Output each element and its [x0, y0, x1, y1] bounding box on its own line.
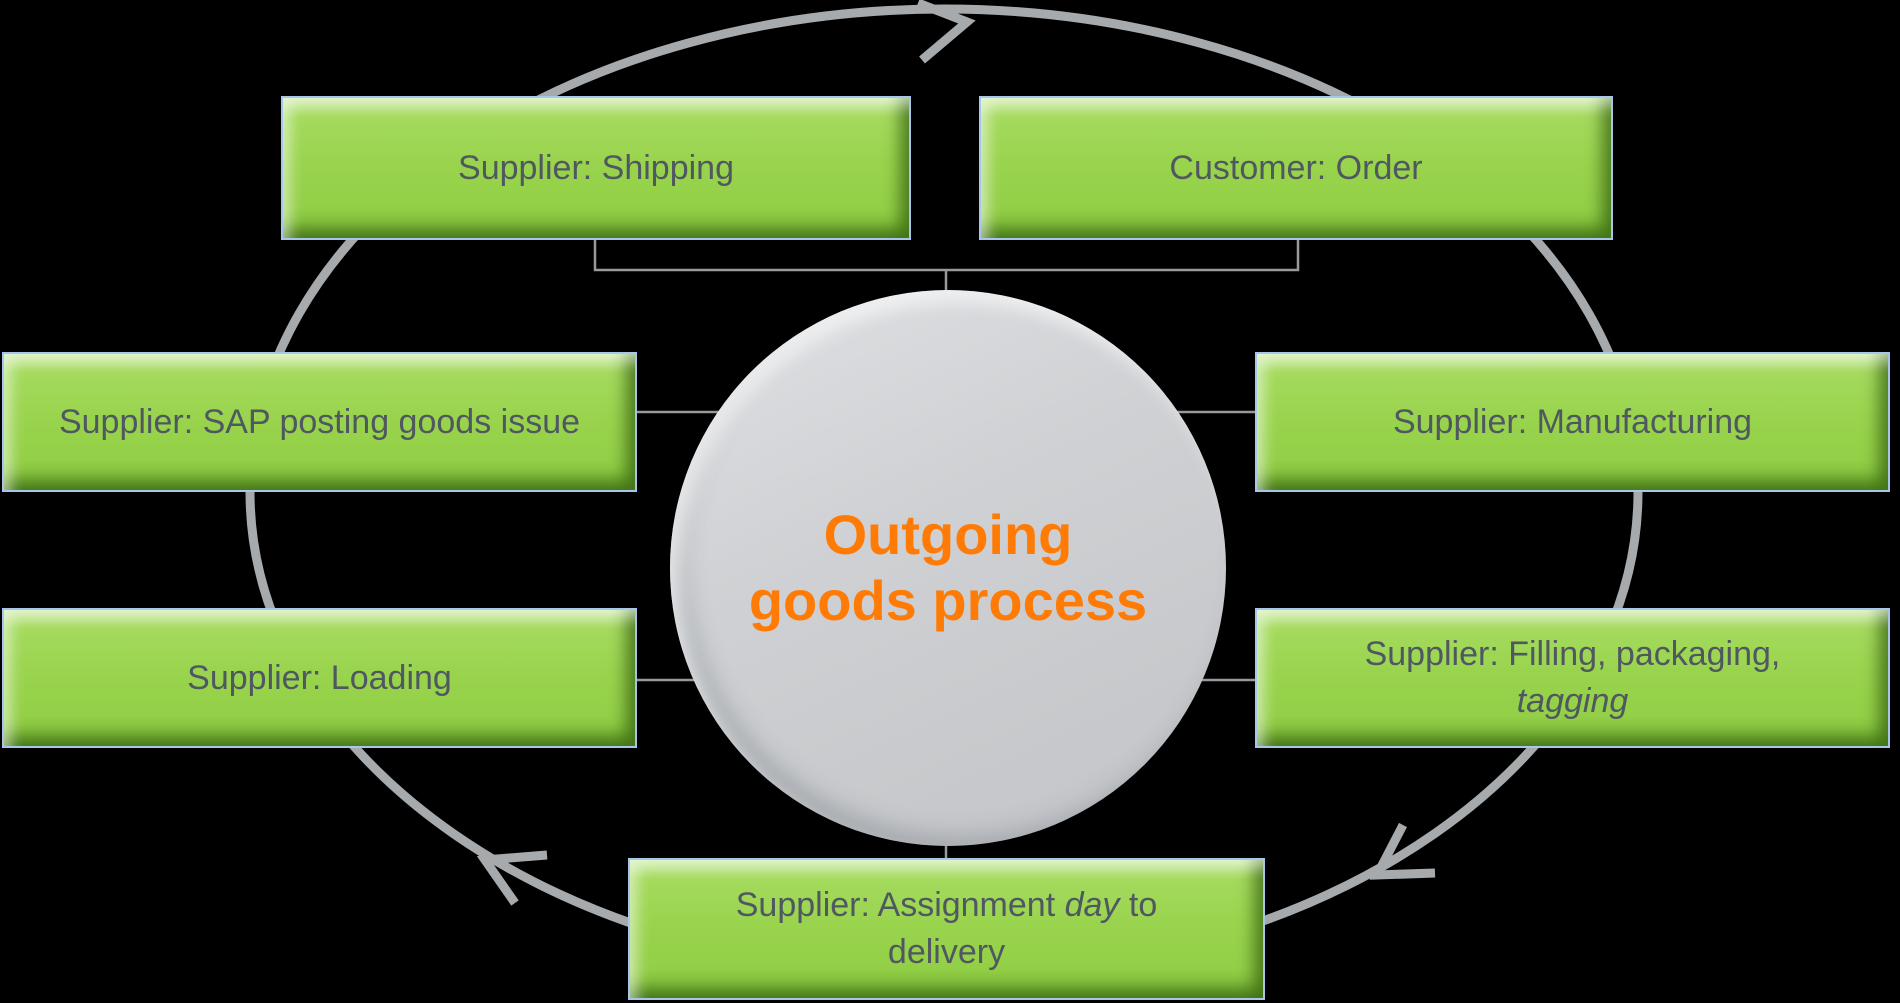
process-box-label: Supplier: SAP posting goods issue	[58, 402, 581, 441]
process-box-supplier-sap-posting: Supplier: SAP posting goods issue	[2, 352, 637, 492]
process-box-label: Supplier: Shipping	[458, 148, 734, 187]
process-hub-title: Outgoing goods process	[749, 502, 1147, 634]
flow-arrowhead-bottom-left	[476, 850, 548, 906]
process-hub-circle: Outgoing goods process	[670, 290, 1226, 846]
process-box-supplier-loading: Supplier: Loading	[2, 608, 637, 748]
hub-title-line-2: goods process	[748, 569, 1148, 632]
process-box-supplier-shipping: Supplier: Shipping	[281, 96, 911, 240]
hub-title-line-1: Outgoing	[823, 503, 1073, 566]
process-box-label: Supplier: Filling, packaging,tagging	[1364, 635, 1781, 720]
process-box-label: Supplier: Manufacturing	[1392, 402, 1753, 441]
flow-arrowhead-bottom-right	[1369, 822, 1436, 880]
connector-top-bracket	[593, 240, 1300, 295]
process-box-label: Customer: Order	[1169, 148, 1423, 187]
process-box-supplier-manufacturing: Supplier: Manufacturing	[1255, 352, 1890, 492]
process-box-customer-order: Customer: Order	[979, 96, 1613, 240]
process-box-supplier-filling: Supplier: Filling, packaging,tagging	[1255, 608, 1890, 748]
flow-arrowhead-top	[916, 0, 976, 64]
process-box-label: Supplier: Loading	[187, 658, 452, 697]
